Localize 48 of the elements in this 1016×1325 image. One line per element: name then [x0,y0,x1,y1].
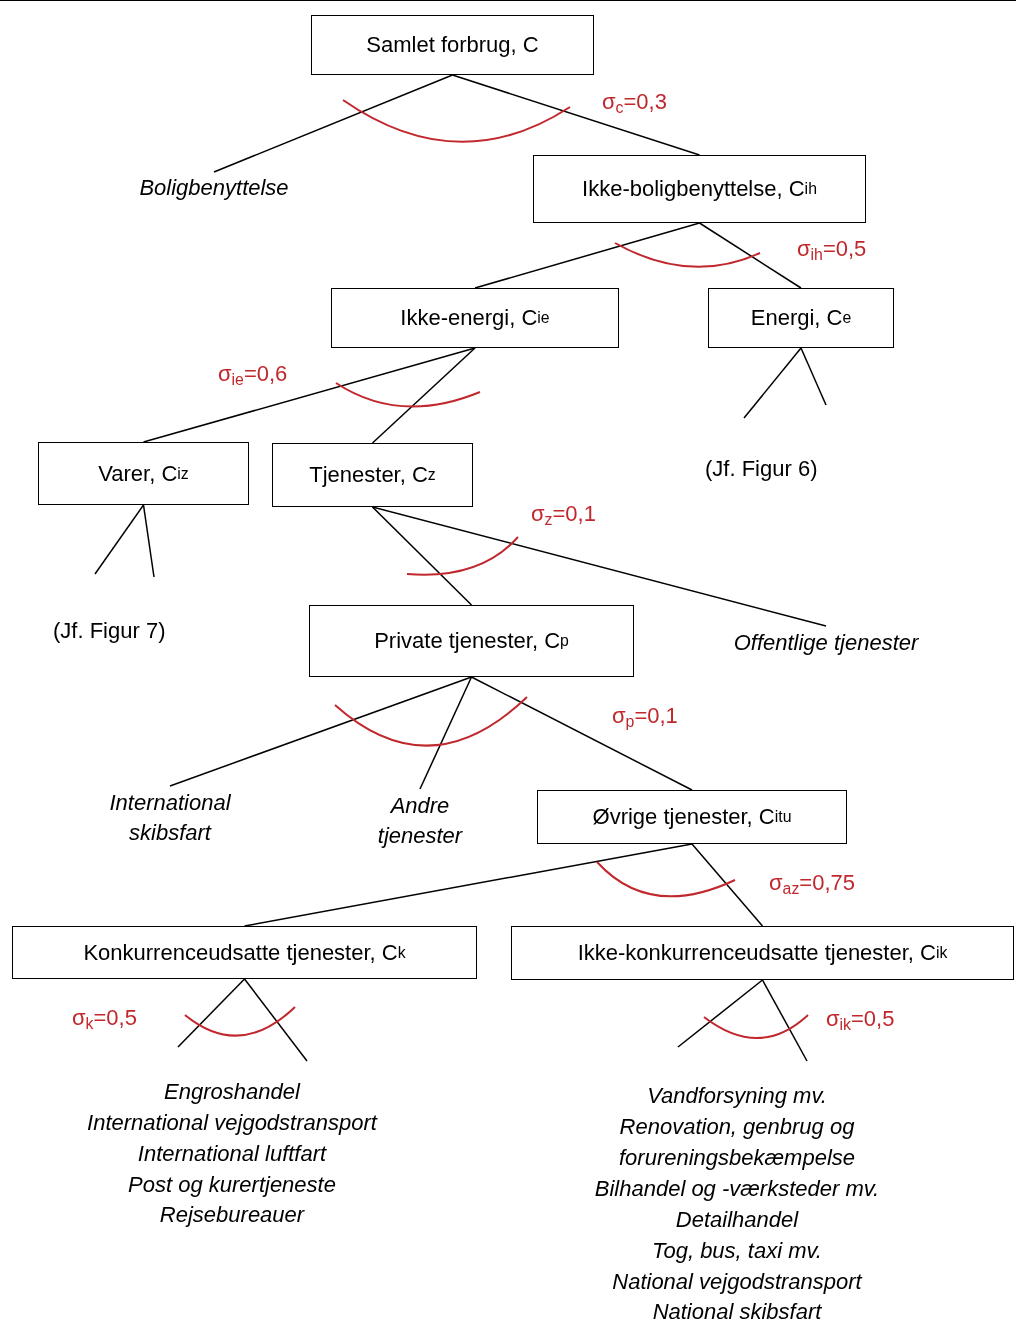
connector-line [169,676,473,787]
connector-line [243,978,308,1062]
elasticity-label: σ$_{k}$=0,5 [72,1004,137,1034]
connector-line [371,506,827,627]
connector-line [470,676,693,791]
connector-line [371,347,476,444]
connector-line [474,222,701,289]
reference-note: (Jf. Figur 6) [705,455,818,483]
industry-label: Rejsebureauer [159,1201,305,1229]
category-text: Boligbenyttelse [114,172,314,204]
industry-label: International vejgodstransport [87,1109,377,1137]
industry-label: Post og kurertjeneste [128,1171,336,1199]
elasticity-label: σ$_{az}$=0,75 [769,869,855,899]
connector-line [419,676,473,790]
connector-line [243,843,693,927]
connector-line [691,843,764,927]
connector-line [800,347,827,406]
industry-label: Tog, bus, taxi mv. [652,1237,822,1265]
industry-label: Bilhandel og -værksteder mv. [594,1175,880,1203]
industry-label: Renovation, genbrug og forureningsbekæmpelse [618,1113,856,1172]
connector-line [371,506,473,606]
elasticity-label: σ$_{z}$=0,1 [531,500,596,530]
elasticity-label: σ$_{ie}$=0,6 [218,360,288,390]
connector-line [177,978,246,1048]
industry-label: Engroshandel [164,1078,300,1106]
category-text: Andre tjenester [355,789,485,853]
category-text: Offentlige tjenester [706,626,946,660]
connector-line [94,504,145,575]
connector-line [451,74,701,156]
industry-label: Detailhandel [675,1206,799,1234]
industry-label: National skibsfart [652,1298,822,1325]
connector-line [761,979,808,1062]
connector-line [698,222,802,289]
industry-label: Vandforsyning mv. [647,1082,827,1110]
connector-line [142,347,476,443]
connector-line [142,504,155,578]
reference-note: (Jf. Figur 7) [53,617,166,645]
elasticity-label: σ$_{c}$=0,3 [602,88,667,118]
elasticity-label: σ$_{ih}$=0,5 [797,235,867,265]
elasticity-label: σ$_{ik}$=0,5 [826,1005,895,1035]
connector-line [213,74,454,173]
connector-line [677,979,764,1048]
elasticity-label: σ$_{p}$=0,1 [612,702,678,732]
industry-label: International luftfart [137,1140,327,1168]
connector-line [743,347,802,419]
category-text: International skibsfart [80,786,260,850]
industry-label: National vejgodstransport [612,1268,862,1296]
process-box: Samlet forbrug, C [311,15,594,75]
